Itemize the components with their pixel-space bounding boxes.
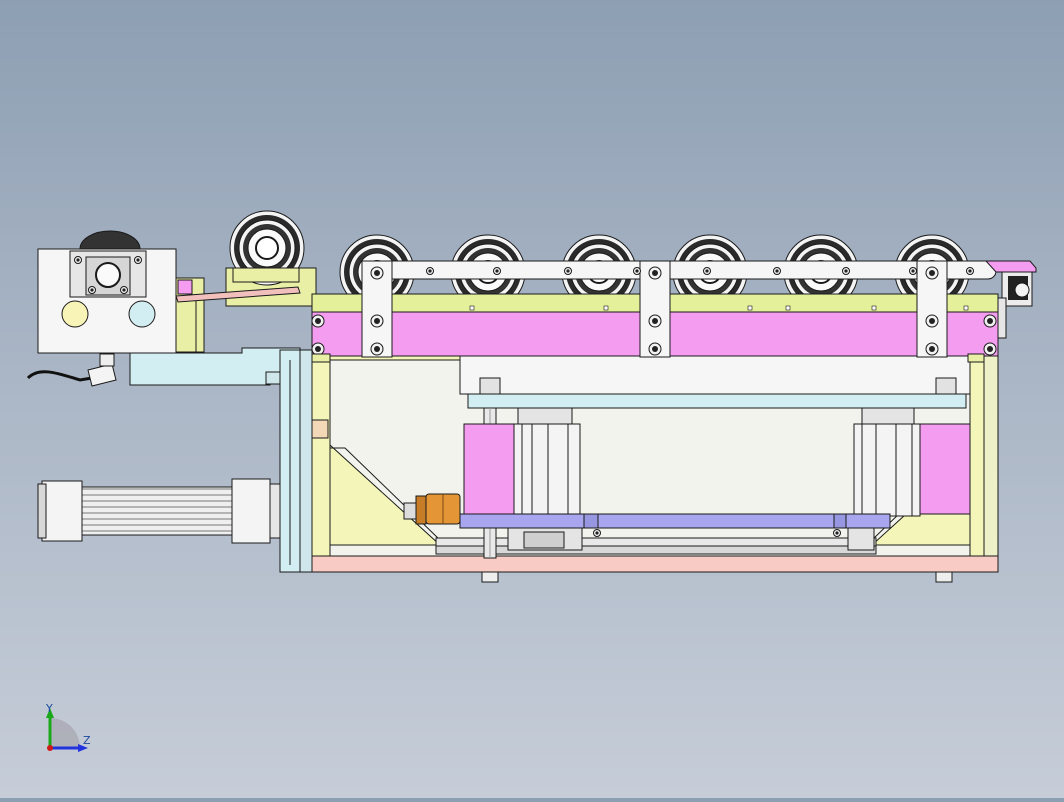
sensor-block bbox=[26, 230, 301, 387]
vertical-column bbox=[279, 349, 313, 573]
bolt-icon bbox=[648, 342, 662, 356]
bolt-icon bbox=[648, 266, 662, 280]
air-cylinder bbox=[37, 478, 281, 544]
lift-assembly bbox=[403, 355, 971, 559]
bolt-icon bbox=[648, 314, 662, 328]
bolt-icon bbox=[370, 314, 384, 328]
y-axis-label: Y bbox=[45, 702, 53, 715]
bolt-icon bbox=[925, 314, 939, 328]
conveyor bbox=[229, 210, 1037, 363]
bolt-icon bbox=[311, 314, 325, 328]
bolt-icon bbox=[925, 342, 939, 356]
bolt-icon bbox=[925, 266, 939, 280]
bolt-icon bbox=[311, 342, 325, 356]
z-axis-label: Z bbox=[83, 734, 91, 747]
bolt-icon bbox=[370, 342, 384, 356]
bolt-icon bbox=[370, 266, 384, 280]
bolt-icon bbox=[983, 342, 997, 356]
bolt-icon bbox=[983, 314, 997, 328]
coordinate-triad-icon: Y Z bbox=[45, 702, 91, 752]
guide-rail bbox=[435, 527, 877, 555]
